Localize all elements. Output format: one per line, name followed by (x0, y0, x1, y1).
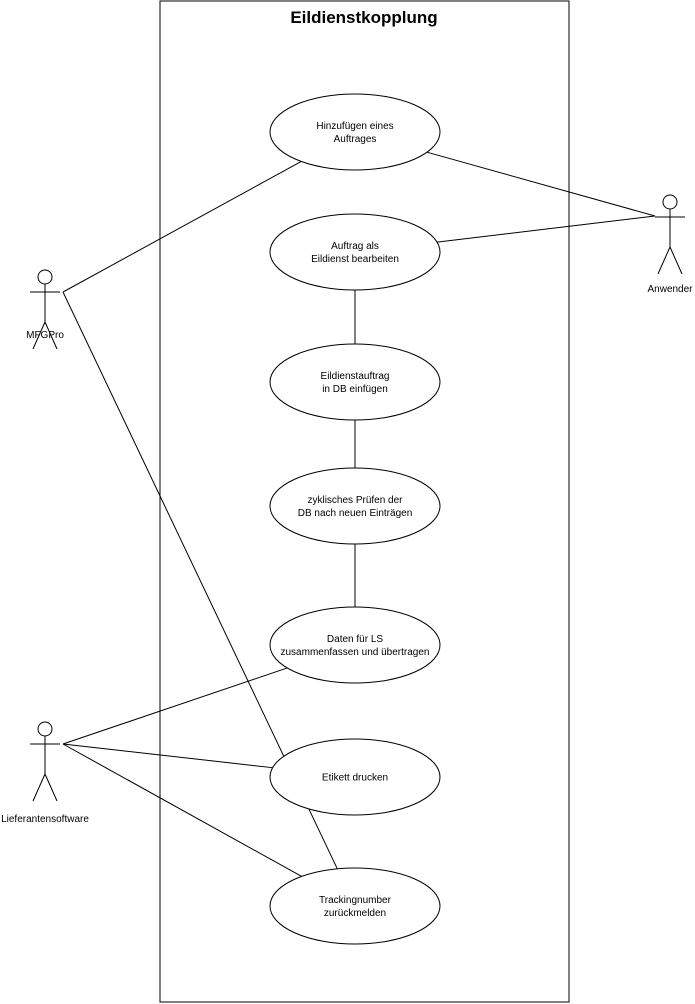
use-case-label: zyklisches Prüfen der (307, 495, 403, 506)
use-case-uc5: Daten für LS zusammenfassen und übertrage… (269, 606, 441, 684)
association-mfgpro-uc1 (62, 161, 302, 293)
use-case-ellipse (269, 867, 441, 945)
use-case-label: Hinzufügen eines (316, 121, 393, 132)
actor-label: Lieferantensoftware (1, 814, 89, 825)
use-case-ellipse (269, 93, 441, 171)
association-lieferant-uc5 (62, 667, 288, 745)
use-case-label: in DB einfügen (322, 384, 388, 395)
use-case-label: Auftrages (334, 134, 377, 145)
use-case-uc7: Trackingnumber zurückmelden (269, 867, 441, 945)
stick-figure-icon (30, 269, 60, 350)
use-case-label: Eildienstauftrag (321, 371, 390, 382)
use-case-label: Daten für LS (327, 634, 383, 645)
actor-anwender: Anwender (647, 194, 693, 295)
association-anwender-uc1 (426, 151, 656, 217)
use-case-label: Auftrag als (331, 241, 379, 252)
use-case-uc3: Eildienstauftrag in DB einfügen (269, 343, 441, 421)
association-lieferant-uc7 (62, 743, 302, 877)
actor-mfgpro: MFGPro (26, 269, 64, 350)
use-case-ellipse (269, 606, 441, 684)
actor-lieferant: Lieferantensoftware (1, 721, 89, 825)
use-case-uc6: Etikett drucken (269, 738, 441, 816)
use-case-uc4: zyklisches Prüfen der DB nach neuen Eintr… (269, 467, 441, 545)
stick-figure-icon (655, 194, 685, 275)
use-case-label: Trackingnumber (319, 895, 392, 906)
use-case-label: Etikett drucken (322, 773, 388, 784)
association-lieferant-uc6 (62, 743, 273, 769)
association-anwender-uc2 (437, 215, 656, 243)
use-case-label: DB nach neuen Einträgen (298, 508, 413, 519)
use-case-label: zurückmelden (324, 908, 386, 919)
use-case-ellipse (269, 343, 441, 421)
use-case-ellipse (269, 738, 441, 816)
use-case-ellipse (269, 467, 441, 545)
use-case-label: Eildienst bearbeiten (311, 254, 399, 265)
use-case-ellipse (269, 213, 441, 291)
actor-label: MFGPro (26, 330, 64, 341)
actor-label: Anwender (647, 284, 693, 295)
stick-figure-icon (30, 721, 60, 802)
system-title: Eildienstkopplung (290, 8, 437, 27)
use-case-label: zusammenfassen und übertragen (281, 647, 430, 658)
